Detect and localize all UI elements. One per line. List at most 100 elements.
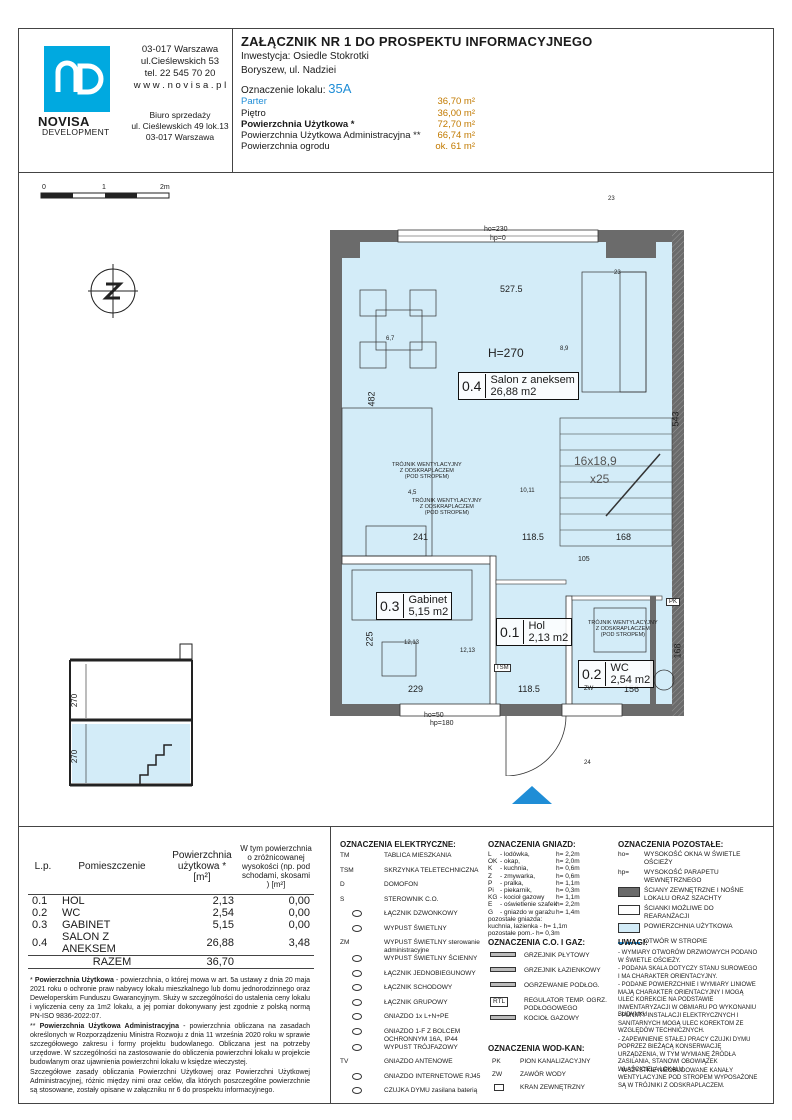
co-legend-item: GRZEJNIK ŁAZIENKOWY <box>524 967 601 974</box>
office-line: Biuro sprzedaży <box>149 110 211 120</box>
unit-label-row: Oznaczenie lokalu: 35A <box>241 81 351 96</box>
socket-desc: - kocioł gazowy <box>500 894 545 902</box>
sales-office: Biuro sprzedaży ul. Cieślewskich 49 lok.… <box>128 110 232 143</box>
legend-symbol-icon <box>352 910 362 917</box>
socket-key: Pi <box>488 887 494 894</box>
remark-item: - PUNKTY INSTALACJI ELEKTRYCZNYCH I SANI… <box>618 1013 744 1034</box>
socket-height: h= 1,1m <box>556 879 580 887</box>
table-header-row: L.p. Pomieszczenie Powierzchnia użytkowa… <box>28 840 314 895</box>
water-legend-item: KRAN ZEWNĘTRZNY <box>520 1084 585 1091</box>
point-label: 23 <box>614 270 621 276</box>
socket-desc: - pralka, <box>500 879 524 887</box>
unit-number: 35A <box>328 81 352 96</box>
scale-label-0: 0 <box>42 184 46 191</box>
area-row-administracyjna: Powierzchnia Użytkowa Administracyjna **… <box>241 130 475 141</box>
window-hp-top: hp=0 <box>490 235 506 242</box>
page-frame <box>18 28 774 1104</box>
point-label: 6,7 <box>386 336 395 342</box>
partition-swatch <box>618 905 640 915</box>
legend-electric-item: GNIAZDO 1x L+N+PE <box>384 1013 449 1020</box>
legend-electric-item: GNIAZDO 1-F Z BOLCEM OCHRONNYM 16A, IP44 <box>384 1027 461 1043</box>
tsm-box: TSM <box>494 664 511 672</box>
rtl-symbol: RTL <box>490 997 509 1007</box>
remark-item: - PODANE POWIERZCHNIE I WYMIARY LINIOWE … <box>618 982 757 1018</box>
footnote-usable-area: * Powierzchnia Użytkowa - powierzchnia, … <box>30 977 311 1020</box>
stairs-dims: 16x18,9 <box>574 454 617 468</box>
legend-electric-item: WYPUST ŚWIETLNY <box>384 924 447 932</box>
socket-desc: - piekarnik, <box>500 887 532 894</box>
legend-symbol: ZM <box>340 939 350 946</box>
point-label: 12,13 <box>404 640 420 646</box>
address-line: tel. 22 545 70 20 <box>144 68 216 79</box>
legend-electric-item: GNIAZDO INTERNETOWE RJ45 <box>384 1072 481 1080</box>
room-label-hol: 0.1 Hol 2,13 m2 <box>496 618 573 646</box>
legend-electric-item: WYPUST ŚWIETLNY sterowanie administracyj… <box>384 939 480 954</box>
dim-118-5: 118.5 <box>522 532 544 542</box>
socket-desc: - okap, <box>500 858 520 866</box>
legend-electric-item: STEROWNIK C.O. <box>384 895 439 903</box>
dim-168: 168 <box>616 532 632 542</box>
header-divider <box>18 172 774 173</box>
socket-desc: - zmywarka, <box>500 872 536 880</box>
entrance-arrow-icon <box>512 786 552 804</box>
legend-electric-title: OZNACZENIA ELEKTRYCZNE: <box>340 840 456 849</box>
window-ho-bottom: ho=50 <box>424 712 444 719</box>
col-lp: L.p. <box>28 840 58 895</box>
investment-name: Inwestycja: Osiedle Stokrotki <box>241 51 369 62</box>
legend-symbol-icon <box>352 924 362 932</box>
table-total-row: RAZEM 36,70 <box>28 955 314 968</box>
unit-label: Oznaczenie lokalu: <box>241 85 326 96</box>
dim-229: 229 <box>408 684 424 694</box>
co-symbol-icon <box>490 1015 516 1020</box>
legend-electric-item: DOMOFON <box>384 881 418 888</box>
water-symbol: PK <box>492 1058 501 1065</box>
legend-electric-item: ŁĄCZNIK DZWONKOWY <box>384 910 458 917</box>
point-label: 8,9 <box>560 346 569 352</box>
socket-desc: - oświetlenie szafek <box>500 901 557 909</box>
socket-key: OK <box>488 858 498 866</box>
water-legend-item: PION KANALIZACYJNY <box>520 1058 591 1065</box>
scale-label-1: 1 <box>102 184 106 191</box>
dim-118-5-b: 118.5 <box>518 684 540 694</box>
socket-height: h= 2,2m <box>556 851 580 858</box>
socket-height: h= 1,1m <box>556 894 580 902</box>
footnote-admin-area: ** Powierzchnia Użytkowa Administracyjna… <box>30 1023 310 1066</box>
logo-mark-icon <box>55 60 104 95</box>
other-symbol: ho= <box>618 851 630 858</box>
point-label: 24 <box>584 760 591 766</box>
rooms-table: L.p. Pomieszczenie Powierzchnia użytkowa… <box>28 840 314 969</box>
window-hp-bottom: hp=180 <box>430 720 454 727</box>
pk-tag: PK <box>666 598 681 606</box>
other-legend-item: OTWÓR W STROPIE <box>644 938 708 945</box>
co-legend-item: REGULATOR TEMP. OGRZ. PODŁOGOWEGO <box>524 997 607 1012</box>
section-height-upper: 270 <box>70 693 80 708</box>
legend-symbol: TM <box>340 852 350 859</box>
socket-height: h= 1,4m <box>556 908 580 916</box>
socket-height: h= 2,0m <box>556 858 580 866</box>
socket-key: Z <box>488 872 492 880</box>
website-link[interactable]: w w w . n o v i s a . p l <box>133 80 227 91</box>
socket-height: h= 0,6m <box>556 872 580 880</box>
remark-item: - ZAPEWNIENIE STAŁEJ PRACY CZUJKI DYMU P… <box>618 1036 751 1073</box>
co-symbol-icon <box>490 967 516 972</box>
window-ho-top: ho=230 <box>484 226 508 233</box>
dim-241: 241 <box>413 532 429 542</box>
dim-156: 156 <box>624 684 640 694</box>
legend-electric-item: GNIAZDO ANTENOWE <box>384 1058 453 1065</box>
co-symbol-icon <box>490 982 516 987</box>
other-legend-item: WYSOKOŚĆ OKNA W ŚWIETLE OŚCIEŻY <box>644 851 741 866</box>
point-label: 23 <box>608 196 615 202</box>
point-label: 12,13 <box>460 648 476 654</box>
socket-desc: - kuchnia, <box>500 865 529 873</box>
socket-key: G <box>488 908 494 916</box>
socket-extra: pozostałe gniazda: <box>488 915 543 923</box>
socket-key: P <box>488 879 493 887</box>
col-room: Pomieszczenie <box>58 840 166 895</box>
usable-swatch <box>618 923 640 933</box>
legend-symbol-icon <box>352 1072 362 1080</box>
